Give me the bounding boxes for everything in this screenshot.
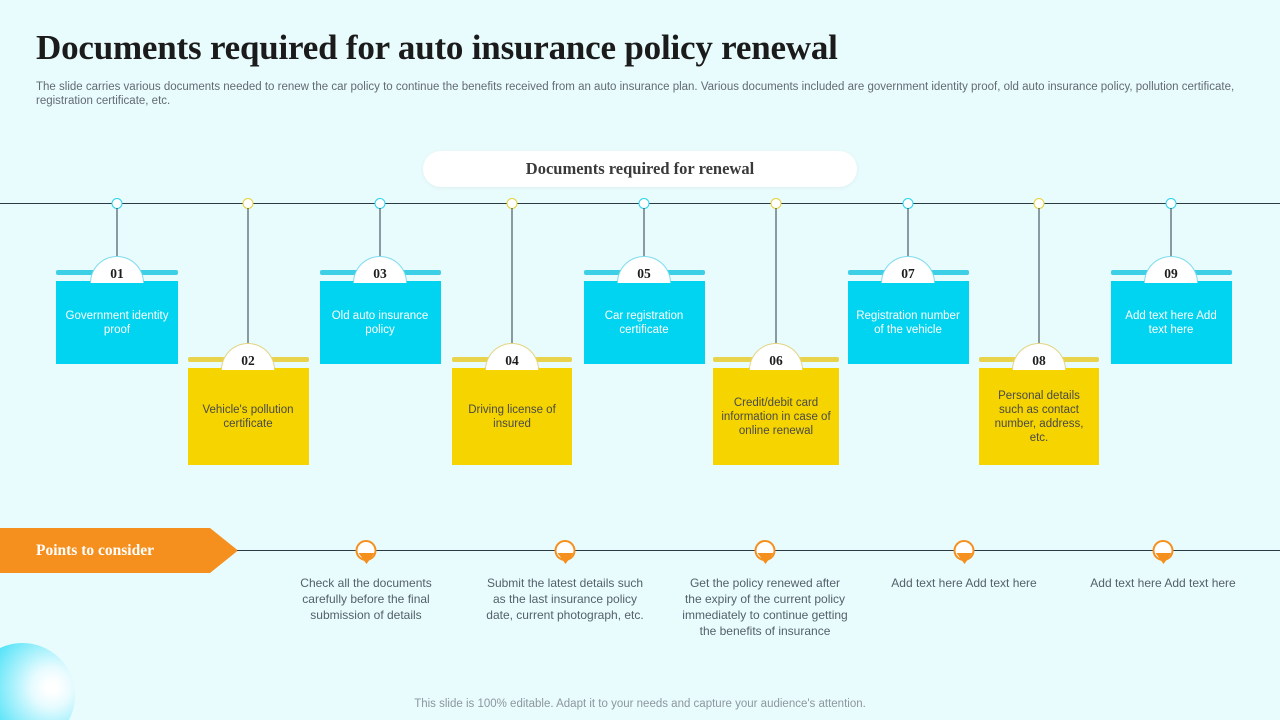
card-label: Government identity proof xyxy=(56,281,178,364)
timeline-stem-09 xyxy=(1170,208,1172,270)
card-label: Add text here Add text here xyxy=(1110,281,1232,364)
card-label: Old auto insurance policy xyxy=(319,281,441,364)
timeline-stem-06 xyxy=(775,208,777,357)
pin-tip-icon xyxy=(757,553,773,564)
point-pin-3 xyxy=(754,540,776,564)
timeline-stem-04 xyxy=(511,208,513,357)
points-banner-label: Points to consider xyxy=(36,541,154,559)
timeline-stem-02 xyxy=(247,208,249,357)
footer-note: This slide is 100% editable. Adapt it to… xyxy=(414,698,866,710)
card-label: Driving license of insured xyxy=(452,368,572,465)
timeline-stem-08 xyxy=(1038,208,1040,357)
pin-tip-icon xyxy=(1155,553,1171,564)
card-number-badge: 01 xyxy=(90,256,144,283)
point-text-1: Check all the documents carefully before… xyxy=(300,576,432,622)
card-label: Vehicle's pollution certificate xyxy=(187,368,309,465)
pin-tip-icon xyxy=(358,553,374,564)
document-card-06[interactable]: Credit/debit card information in case of… xyxy=(713,343,839,465)
points-to-consider-banner: Points to consider xyxy=(0,528,238,573)
card-label: Registration number of the vehicle xyxy=(847,281,969,364)
point-text-5: Add text here Add text here xyxy=(1090,576,1236,590)
pin-tip-icon xyxy=(956,553,972,564)
card-number-badge: 03 xyxy=(353,256,407,283)
timeline-stem-05 xyxy=(643,208,645,270)
page-title: Documents required for auto insurance po… xyxy=(36,28,838,67)
point-text-4: Add text here Add text here xyxy=(891,576,1037,590)
section-header-label: Documents required for renewal xyxy=(525,159,755,178)
point-text-3: Get the policy renewed after the expiry … xyxy=(682,576,848,638)
card-label: Personal details such as contact number,… xyxy=(979,368,1099,465)
timeline-stem-01 xyxy=(116,208,118,270)
point-pin-2 xyxy=(554,540,576,564)
card-number-badge: 02 xyxy=(221,343,275,370)
document-card-08[interactable]: Personal details such as contact number,… xyxy=(979,343,1099,465)
timeline-stem-03 xyxy=(379,208,381,270)
card-number-badge: 04 xyxy=(485,343,539,370)
card-number-badge: 09 xyxy=(1144,256,1198,283)
timeline-stem-07 xyxy=(907,208,909,270)
card-label: Credit/debit card information in case of… xyxy=(713,368,839,465)
card-number-badge: 05 xyxy=(617,256,671,283)
point-pin-1 xyxy=(355,540,377,564)
point-text-2: Submit the latest details such as the la… xyxy=(486,576,644,622)
pin-tip-icon xyxy=(557,553,573,564)
card-number-badge: 06 xyxy=(749,343,803,370)
point-pin-4 xyxy=(953,540,975,564)
card-label: Car registration certificate xyxy=(583,281,705,364)
page-subtitle: The slide carries various documents need… xyxy=(36,81,1235,107)
card-number-badge: 08 xyxy=(1012,343,1066,370)
card-number-badge: 07 xyxy=(881,256,935,283)
point-pin-5 xyxy=(1152,540,1174,564)
section-header-pill: Documents required for renewal xyxy=(423,151,857,187)
